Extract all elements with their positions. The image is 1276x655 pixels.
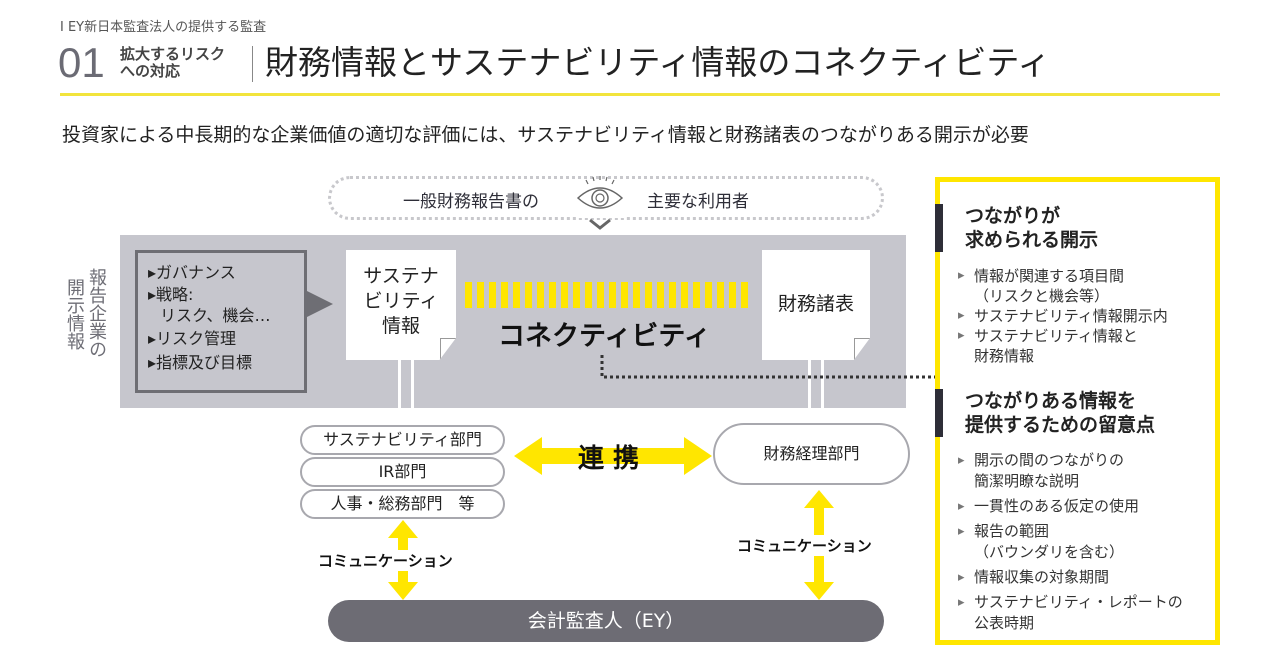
panel-label: 開示情報 — [64, 278, 85, 350]
communication-label: コミュニケーション — [318, 550, 453, 571]
collaboration-label: 連 携 — [578, 444, 640, 474]
title-underline — [60, 93, 1220, 96]
list-item: ▸指標及び目標 — [148, 353, 253, 372]
divider — [252, 46, 253, 82]
requirements-list: 情報が関連する項目間（リスクと機会等） サステナビリティ情報開示内 サステナビリ… — [958, 266, 1168, 366]
connectivity-bar — [465, 282, 753, 308]
disclosure-items-box: ▸ガバナンス ▸戦略: リスク、機会… ▸リスク管理 ▸指標及び目標 — [135, 250, 307, 393]
page-title: 財務情報とサステナビリティ情報のコネクティビティ — [265, 43, 1051, 82]
communication-label: コミュニケーション — [737, 535, 872, 556]
section-heading: つながりある情報を提供するための留意点 — [935, 389, 1155, 437]
list-item: 一貫性のある仮定の使用 — [958, 496, 1183, 517]
section-subtitle-line: 拡大するリスク — [120, 45, 226, 63]
connector — [808, 355, 824, 423]
users-label-left: 一般財務報告書の — [403, 192, 539, 212]
list-item: ▸リスク管理 — [148, 329, 237, 348]
connectivity-label: コネクティビティ — [498, 321, 711, 352]
double-arrow-icon — [514, 437, 712, 475]
doc-line: ビリティ — [363, 290, 439, 312]
dotted-connector — [600, 355, 938, 379]
users-label-right: 主要な利用者 — [647, 192, 749, 212]
dept-finance: 財務経理部門 — [713, 423, 910, 485]
list-item: ▸ガバナンス — [148, 263, 236, 282]
dept-hr: 人事・総務部門 等 — [300, 489, 505, 519]
primary-users-box: 一般財務報告書の 主要な利用者 — [328, 176, 884, 220]
section-number: 01 — [58, 39, 105, 86]
panel-label: 報告企業の — [86, 268, 107, 358]
section-subtitle-line: への対応 — [120, 62, 181, 80]
eye-icon — [576, 176, 624, 230]
list-item: 情報収集の対象期間 — [958, 567, 1183, 588]
arrow-right-icon — [307, 291, 333, 317]
breadcrumb: Ι EY新日本監査法人の提供する監査 — [60, 20, 267, 35]
connector — [398, 355, 414, 427]
list-item: サステナビリティ情報開示内 — [958, 306, 1168, 326]
section-heading: つながりが求められる開示 — [935, 204, 1098, 252]
doc-line: 財務諸表 — [777, 293, 854, 315]
dept-ir: IR部門 — [300, 457, 505, 487]
lead-text: 投資家による中長期的な企業価値の適切な評価には、サステナビリティ情報と財務諸表の… — [62, 124, 1029, 146]
sustainability-info-doc: サステナ ビリティ 情報 — [346, 250, 456, 360]
section-subtitle: 拡大するリスクへの対応 — [120, 46, 225, 80]
list-item: 報告の範囲（バウンダリを含む） — [958, 521, 1183, 563]
doc-line: 情報 — [381, 315, 420, 337]
dept-sustainability: サステナビリティ部門 — [300, 425, 505, 455]
list-item: リスク、機会… — [160, 306, 271, 325]
auditor-bar: 会計監査人（EY） — [328, 600, 884, 642]
financial-statements-doc: 財務諸表 — [762, 250, 870, 360]
list-item: 情報が関連する項目間（リスクと機会等） — [958, 266, 1168, 306]
doc-line: サステナ — [363, 265, 439, 287]
list-item: ▸戦略: — [148, 285, 194, 304]
